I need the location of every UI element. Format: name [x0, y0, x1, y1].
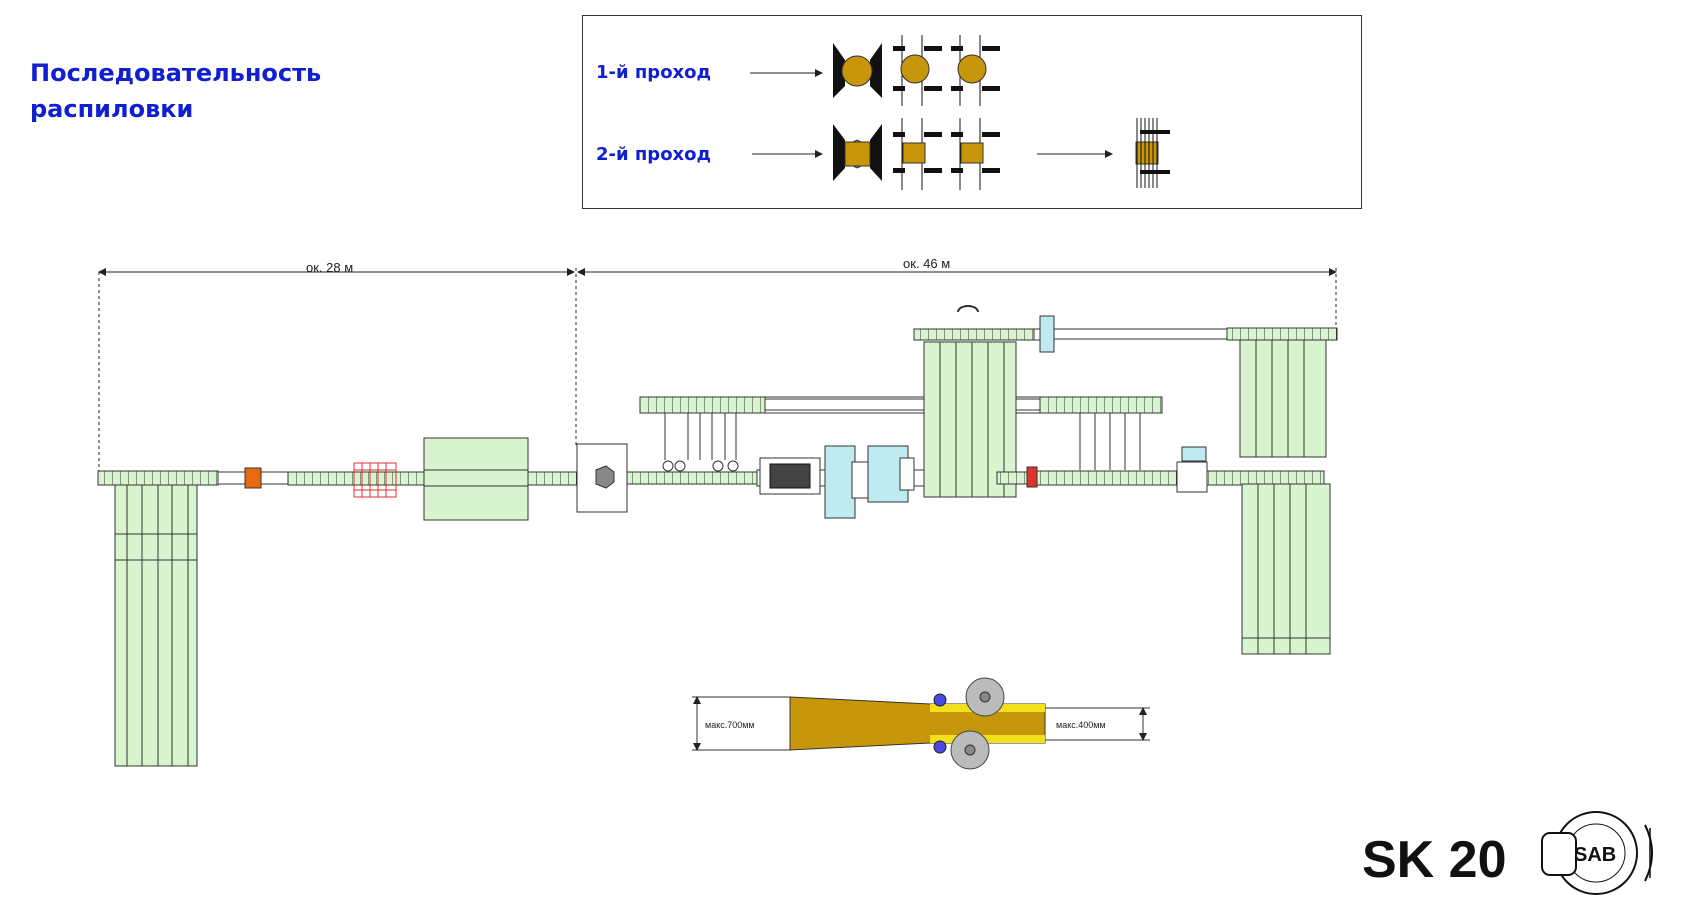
pass-2-label: 2-й проход	[596, 144, 712, 165]
max-output-label: макс.400мм	[1056, 720, 1106, 730]
pass-1-sequence	[750, 35, 1000, 106]
cutting-detail-figure	[692, 677, 1150, 770]
outfeed-sorting-decks	[1226, 327, 1338, 655]
model-label: SK 20	[1362, 831, 1507, 889]
dimension-lines	[98, 268, 1337, 473]
sab-logo: SAB	[1541, 811, 1653, 895]
max-input-label: макс.700мм	[705, 720, 755, 730]
pass-2-sequence	[752, 118, 1170, 190]
sawing-sequence-legend	[582, 15, 1362, 209]
main-saw-line	[626, 305, 1325, 519]
infeed-section	[97, 437, 628, 767]
page-title: Последовательность распиловки	[30, 59, 322, 123]
pass-1-label: 1-й проход	[596, 62, 712, 83]
length-right-label: ок. 46 м	[903, 256, 951, 271]
sab-logo-text: SAB	[1574, 844, 1616, 866]
